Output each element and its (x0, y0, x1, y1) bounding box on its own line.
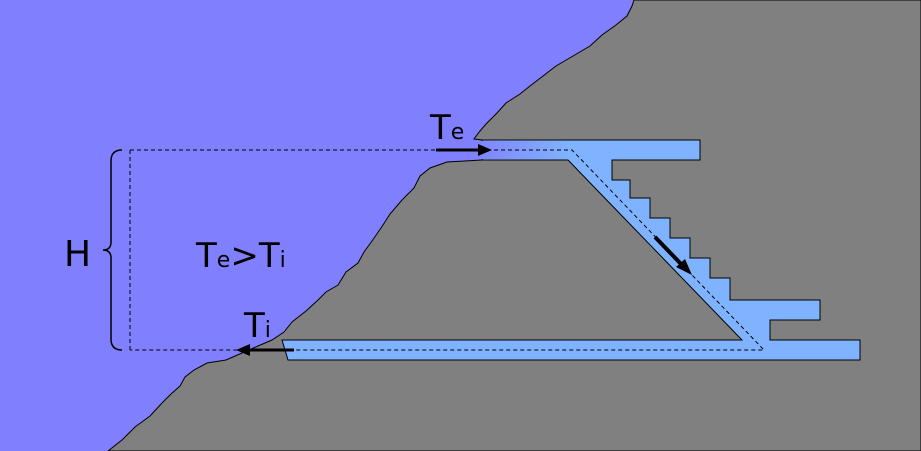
entrance-gradient (470, 141, 570, 159)
arrow-inflow-right (436, 144, 492, 156)
height-label: H (64, 234, 91, 275)
rock-mass (107, 0, 921, 451)
cave-passages (281, 139, 861, 361)
te-label: Te (429, 108, 464, 148)
height-brace (102, 149, 123, 351)
arrow-outflow-left (236, 344, 294, 356)
temperature-relation: Te>Ti (195, 236, 286, 276)
ti-label: Ti (243, 306, 271, 346)
arrow-shaft-down (653, 235, 692, 275)
circulation-path (130, 149, 766, 351)
